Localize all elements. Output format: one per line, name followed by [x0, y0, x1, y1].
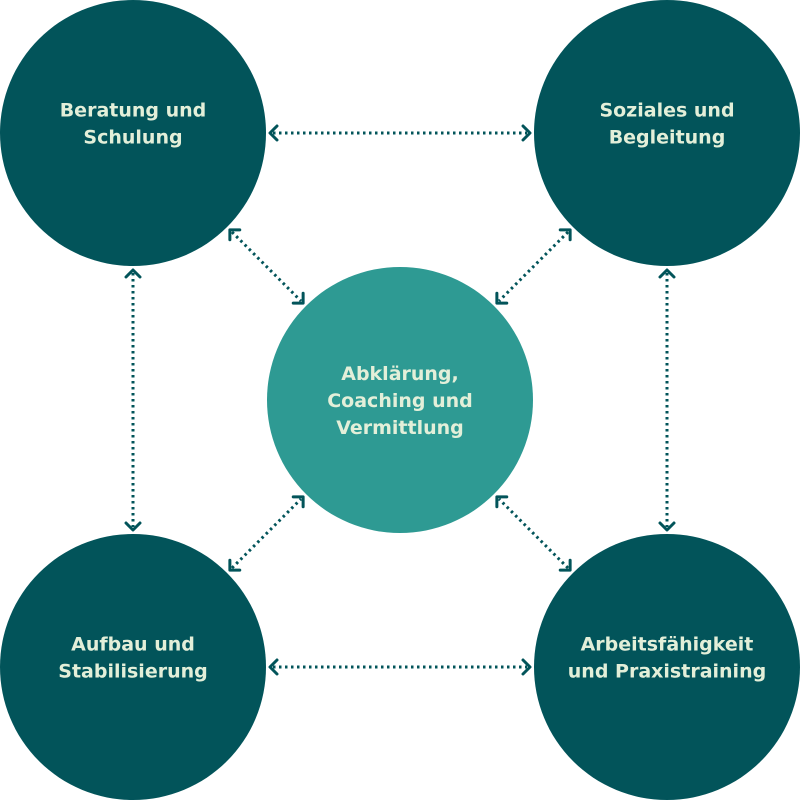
node-circle-top-right — [534, 0, 800, 266]
arrowhead-icon — [228, 558, 242, 572]
node-label-top-left-line-1: Schulung — [83, 127, 182, 149]
node-circle-top-left — [0, 0, 266, 266]
arrowhead-icon — [521, 124, 532, 142]
arrowhead-icon — [495, 495, 509, 509]
connectors — [124, 124, 676, 676]
arrowhead-icon — [495, 291, 509, 305]
arrowhead-icon — [268, 658, 279, 676]
node-circle-bottom-right — [534, 534, 800, 800]
connector-bottom-left-to-center — [228, 495, 305, 572]
arrowhead-icon — [268, 124, 279, 142]
arrowhead-icon — [291, 495, 305, 509]
node-label-top-right-line-0: Soziales und — [599, 100, 734, 122]
connector-top-right-to-center — [495, 228, 572, 305]
arrowhead-icon — [124, 521, 142, 532]
arrowhead-icon — [658, 268, 676, 279]
dotted-line — [497, 230, 570, 303]
node-label-top-right-line-1: Begleitung — [609, 127, 726, 149]
node-bottom-right: Arbeitsfähigkeit und Praxistraining — [534, 534, 800, 800]
arrowhead-icon — [521, 658, 532, 676]
node-circle-bottom-left — [0, 534, 266, 800]
node-label-center-line-2: Vermittlung — [336, 417, 464, 439]
node-label-bottom-right-line-0: Arbeitsfähigkeit — [581, 634, 754, 656]
connector-top-left-to-bottom-left — [124, 268, 142, 532]
arrowhead-icon — [558, 558, 572, 572]
node-label-bottom-left-line-0: Aufbau und — [71, 634, 195, 656]
node-label-bottom-right-line-1: und Praxistraining — [568, 661, 766, 683]
connector-top-left-to-top-right — [268, 124, 532, 142]
arrowhead-icon — [291, 291, 305, 305]
arrowhead-icon — [228, 228, 242, 242]
node-label-bottom-left-line-1: Stabilisierung — [58, 661, 207, 683]
connector-bottom-right-to-center — [495, 495, 572, 572]
node-label-center-line-1: Coaching und — [327, 390, 473, 412]
dotted-line — [230, 497, 303, 570]
connector-top-left-to-center — [228, 228, 305, 305]
connector-top-right-to-bottom-right — [658, 268, 676, 532]
node-label-top-left-line-0: Beratung und — [60, 100, 207, 122]
dotted-line — [230, 230, 303, 303]
arrowhead-icon — [124, 268, 142, 279]
arrowhead-icon — [558, 228, 572, 242]
connector-bottom-left-to-bottom-right — [268, 658, 532, 676]
arrowhead-icon — [658, 521, 676, 532]
dotted-line — [497, 497, 570, 570]
node-label-center-line-0: Abklärung, — [341, 363, 459, 385]
node-circle-center — [267, 267, 533, 533]
